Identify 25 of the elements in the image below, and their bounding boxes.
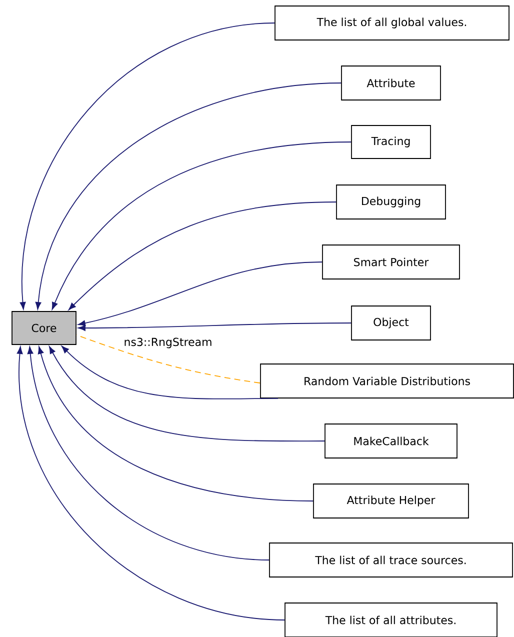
module-box: Tracing: [351, 125, 431, 159]
module-box: The list of all global values.: [274, 6, 510, 40]
arrow: [68, 202, 336, 310]
module-box: The list of all trace sources.: [269, 542, 513, 578]
arrow: [20, 22, 275, 310]
arrow: [35, 82, 342, 310]
group-box: Core: [12, 311, 76, 345]
module-box: Smart Pointer: [322, 244, 460, 280]
arrow: [27, 346, 270, 560]
edge-label: ns3::RngStream: [122, 336, 214, 350]
arrow: [78, 322, 352, 331]
arrow: [38, 346, 314, 502]
arrow: [49, 346, 325, 442]
module-box: Random Variable Distributions: [260, 364, 514, 398]
arrow: [16, 346, 285, 620]
module-box: Debugging: [336, 184, 446, 220]
dependency-line: [76, 334, 260, 384]
module-box: Attribute Helper: [313, 484, 469, 518]
module-box: The list of all attributes.: [284, 602, 498, 637]
module-box: Attribute: [341, 66, 441, 100]
arrow: [78, 262, 322, 326]
arrow: [61, 346, 278, 400]
module-box: MakeCallback: [324, 424, 458, 458]
module-box: Object: [351, 306, 431, 340]
arrow: [52, 142, 352, 310]
